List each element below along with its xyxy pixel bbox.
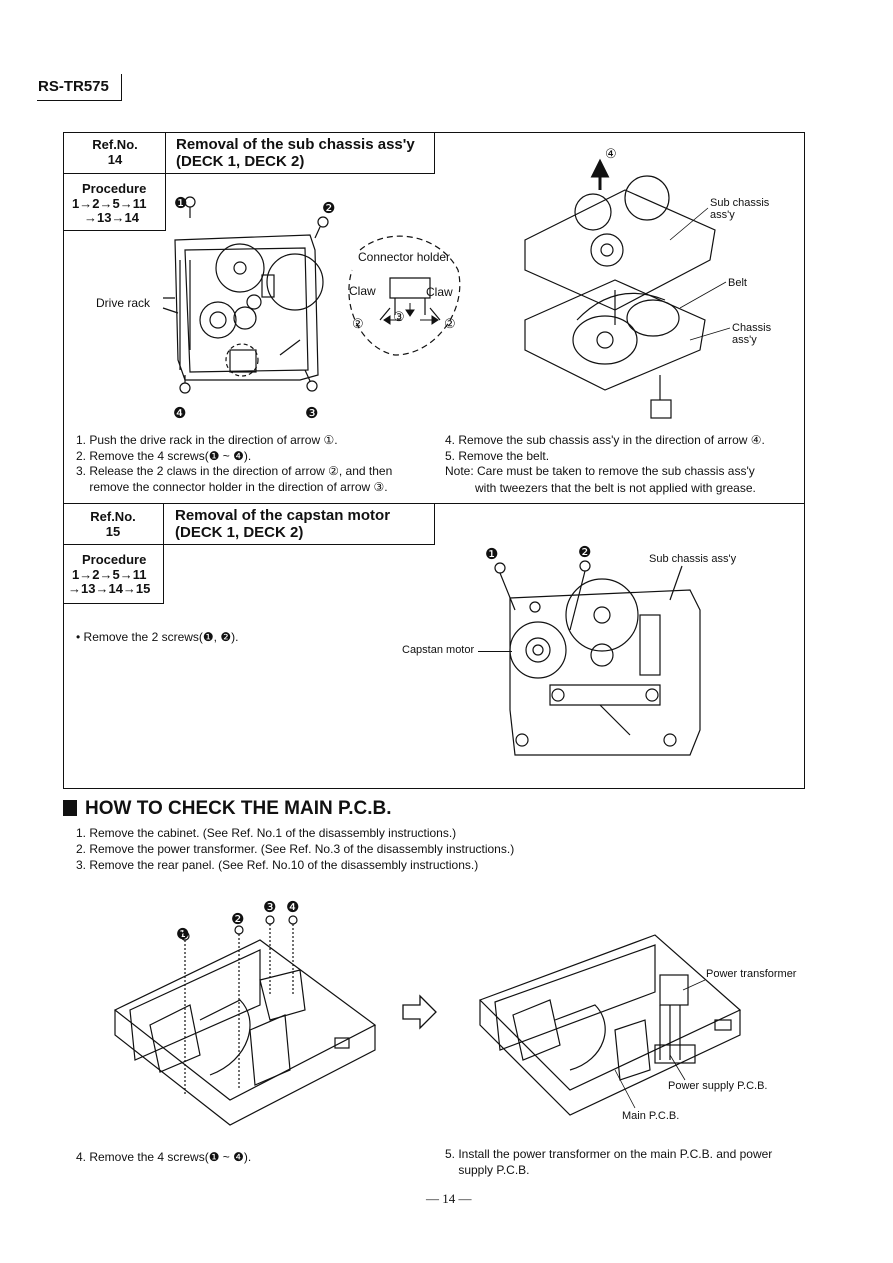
power-supply-pcb-label: Power supply P.C.B. bbox=[668, 1080, 768, 1092]
capstan-leader-line bbox=[478, 651, 512, 652]
pcb-screw-callout-1: ❶ bbox=[176, 926, 190, 943]
title-box-right-15 bbox=[434, 503, 435, 544]
power-transformer-label: Power transformer bbox=[706, 968, 797, 980]
step-14-4: 4. Remove the sub chassis ass'y in the d… bbox=[445, 433, 765, 447]
procedure-label-15: Procedure bbox=[82, 552, 147, 567]
note-14: Note: Care must be taken to remove the s… bbox=[445, 464, 755, 478]
procedure-line2-15: →13→14→15 bbox=[68, 581, 151, 596]
step-15: • Remove the 2 screws(❶, ❷). bbox=[76, 630, 239, 644]
procedure-line1-14: 1→2→5→11 bbox=[72, 196, 147, 211]
pcb-step-5b: supply P.C.B. bbox=[445, 1163, 530, 1177]
procedure-label-14: Procedure bbox=[82, 181, 147, 196]
ref-box-bottom-15 bbox=[63, 544, 164, 545]
arrow-2-right: ② bbox=[444, 316, 456, 331]
page-number: — 14 — bbox=[426, 1191, 472, 1206]
section-subtitle-14: (DECK 1, DECK 2) bbox=[176, 153, 305, 170]
procedure-line2-14: →13→14 bbox=[84, 210, 139, 225]
section-marker-square bbox=[63, 800, 77, 816]
title-box-right bbox=[434, 132, 435, 173]
pcb-screw-callout-4: ❹ bbox=[286, 899, 300, 916]
section-subtitle-15: (DECK 1, DECK 2) bbox=[175, 524, 304, 541]
capstan-motor-label: Capstan motor bbox=[402, 644, 475, 656]
ref-label-14: Ref.No. bbox=[92, 137, 138, 152]
ref-number-14: 14 bbox=[107, 152, 123, 167]
pcb-screw-callout-2: ❷ bbox=[231, 911, 245, 928]
step-14-5: 5. Remove the belt. bbox=[445, 449, 550, 463]
claw-left-label: Claw bbox=[349, 284, 376, 298]
sub-chassis-label: Sub chassis bbox=[710, 197, 770, 209]
screw-callout-4: ❹ bbox=[173, 405, 187, 422]
screw-callout-3: ❸ bbox=[305, 405, 319, 422]
ref-label-15: Ref.No. bbox=[90, 509, 136, 524]
main-pcb-label: Main P.C.B. bbox=[622, 1110, 680, 1122]
chassis-label-2: ass'y bbox=[732, 334, 757, 346]
step-14-1: 1. Push the drive rack in the direction … bbox=[76, 433, 338, 447]
pcb-step-4: 4. Remove the 4 screws(❶ ~ ❹). bbox=[76, 1150, 252, 1164]
model-number: RS-TR575 bbox=[38, 78, 109, 95]
header-divider bbox=[121, 74, 122, 101]
pcb-step-1: 1. Remove the cabinet. (See Ref. No.1 of… bbox=[76, 826, 457, 840]
belt-label: Belt bbox=[728, 277, 747, 289]
pcb-step-5: 5. Install the power transformer on the … bbox=[445, 1147, 773, 1161]
step-14-3: 3. Release the 2 claws in the direction … bbox=[76, 464, 393, 478]
pcb-step-2: 2. Remove the power transformer. (See Re… bbox=[76, 842, 515, 856]
ref-box-divider bbox=[165, 132, 166, 231]
title-box-bottom-15 bbox=[163, 544, 435, 545]
next-step-arrow-icon bbox=[402, 994, 437, 1030]
screw-callout-2: ❷ bbox=[322, 200, 336, 217]
main-pcb-screws-diagram bbox=[113, 915, 377, 1126]
header-underline bbox=[37, 100, 122, 101]
ref-box-bottom bbox=[63, 173, 166, 174]
power-transformer-install-diagram bbox=[478, 934, 742, 1116]
sub-chassis-removal-diagram bbox=[524, 158, 716, 419]
screw-callout-15-1: ❶ bbox=[485, 546, 499, 563]
screw-callout-15-2: ❷ bbox=[578, 544, 592, 561]
sub-chassis-label-2: ass'y bbox=[710, 209, 735, 221]
pcb-screw-callout-3: ❸ bbox=[263, 899, 277, 916]
procedure-box-bottom-15 bbox=[63, 603, 164, 604]
ref-number-15: 15 bbox=[105, 524, 121, 539]
chassis-label: Chassis bbox=[732, 322, 772, 334]
arrow-4-callout: ④ bbox=[605, 146, 617, 161]
section-title-14: Removal of the sub chassis ass'y bbox=[176, 136, 415, 153]
step-14-2: 2. Remove the 4 screws(❶ ~ ❹). bbox=[76, 449, 252, 463]
right-leader-lines bbox=[669, 207, 731, 341]
screw-callout-1: ❶ bbox=[174, 195, 188, 212]
sub-chassis-top-view-diagram bbox=[162, 196, 461, 394]
main-pcb-title: HOW TO CHECK THE MAIN P.C.B. bbox=[85, 798, 392, 819]
drive-rack-label: Drive rack bbox=[96, 296, 151, 310]
procedure-line1-15: 1→2→5→11 bbox=[72, 567, 147, 582]
ref-box-divider-15 bbox=[163, 503, 164, 604]
note-14b: with tweezers that the belt is not appli… bbox=[445, 481, 756, 495]
step-14-3b: remove the connector holder in the direc… bbox=[76, 480, 388, 494]
sub-chassis-label-15: Sub chassis ass'y bbox=[649, 553, 737, 565]
pcb-step-3: 3. Remove the rear panel. (See Ref. No.1… bbox=[76, 858, 479, 872]
claw-right-label: Claw bbox=[426, 285, 453, 299]
arrow-2-left: ② bbox=[352, 316, 364, 331]
title-box-bottom bbox=[165, 173, 435, 174]
procedure-box-bottom bbox=[63, 230, 166, 231]
arrow-3: ③ bbox=[393, 309, 405, 324]
connector-holder-label: Connector holder bbox=[358, 250, 451, 264]
capstan-motor-diagram bbox=[494, 560, 701, 756]
section-title-15: Removal of the capstan motor bbox=[175, 507, 391, 524]
